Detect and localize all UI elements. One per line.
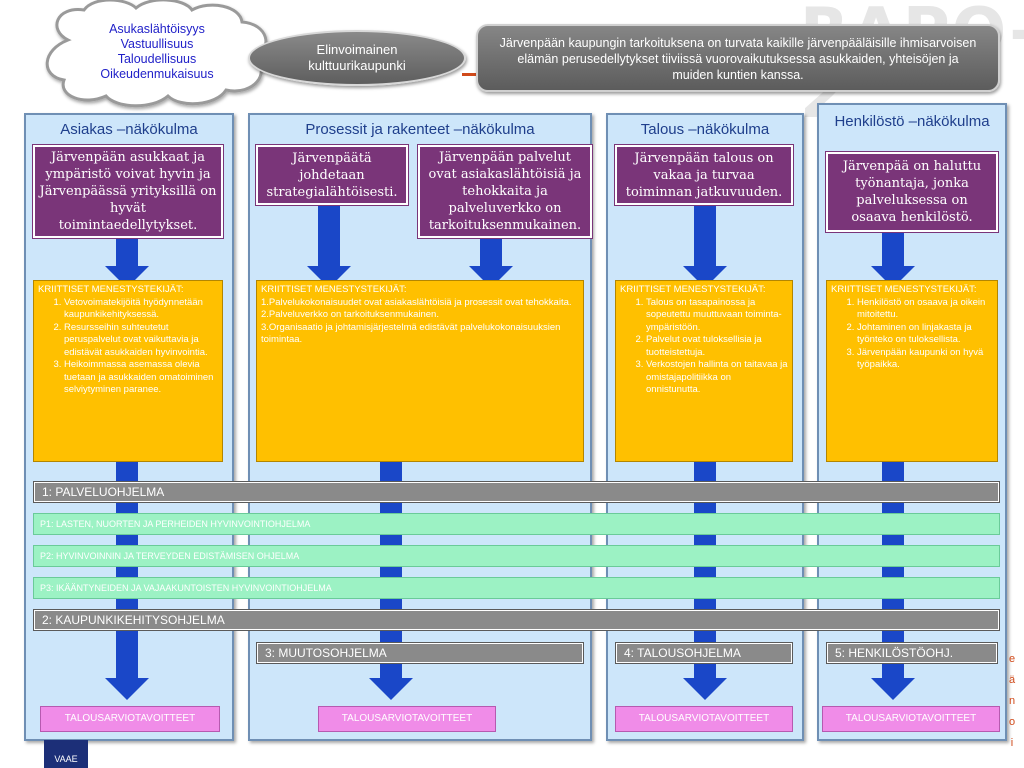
csf-henkilosto: KRIITTISET MENESTYSTEKIJÄT: Henkilöstö o…: [826, 280, 998, 462]
program-bar-1: 1: PALVELUOHJELMA: [33, 481, 1000, 503]
program-bar-p3: P3: IKÄÄNTYNEIDEN JA VAJAAKUNTOISTEN HYV…: [33, 577, 1000, 599]
csf-prosessit: KRIITTISET MENESTYSTEKIJÄT: 1.Palvelukok…: [256, 280, 584, 462]
csf-header: KRIITTISET MENESTYSTEKIJÄT:: [620, 284, 766, 295]
program-bar-p2: P2: HYVINVOINNIN JA TERVEYDEN EDISTÄMISE…: [33, 545, 1000, 567]
csf-item: 2.Palveluverkko on tarkoituksenmukainen.: [261, 309, 439, 320]
arrow-shaft: [694, 205, 716, 268]
connector-line: [462, 73, 480, 76]
vision-pill: Elinvoimainen kulttuurikaupunki: [248, 30, 466, 86]
value-item: Asukaslähtöisyys: [109, 22, 205, 36]
panel-title: Henkilöstö –näkökulma: [834, 113, 990, 130]
arrow-head: [369, 678, 413, 700]
arrow-shaft: [318, 205, 340, 268]
csf-item: Henkilöstö on osaava ja oikein mitoitett…: [857, 297, 993, 322]
arrow-shaft: [480, 238, 502, 268]
panel-title: Asiakas –näkökulma: [60, 121, 198, 138]
arrow-shaft: [882, 232, 904, 268]
budget-talous: TALOUSARVIOTAVOITTEET: [615, 706, 793, 732]
program-bar-2: 2: KAUPUNKIKEHITYSOHJELMA: [33, 609, 1000, 631]
eu-logo: VAAE: [44, 740, 88, 768]
side-letter: n: [1008, 695, 1016, 707]
arrow-head: [871, 678, 915, 700]
goal-prosessit-services: Järvenpään palvelut ovat asiakaslähtöisi…: [417, 144, 593, 239]
csf-item: Verkostojen hallinta on taitavaa ja omis…: [646, 359, 788, 397]
panel-title: Prosessit ja rakenteet –näkökulma: [305, 121, 535, 138]
csf-item: Resursseihin suhteutetut peruspalvelut o…: [64, 322, 218, 360]
csf-item: Järvenpään kaupunki on hyvä työpaikka.: [857, 347, 993, 372]
csf-item: 1.Palvelukokonaisuudet ovat asiakaslähtö…: [261, 296, 572, 308]
goal-asiakas: Järvenpään asukkaat ja ympäristö voivat …: [32, 144, 224, 239]
csf-item: Heikoimmassa asemassa olevia tuetaan ja …: [64, 359, 218, 397]
csf-item: Talous on tasapainossa ja sopeutettu muu…: [646, 297, 788, 335]
side-letter: i: [1010, 737, 1014, 749]
logo-text: VAAE: [54, 754, 78, 764]
budget-asiakas: TALOUSARVIOTAVOITTEET: [40, 706, 220, 732]
program-bar-p1: P1: LASTEN, NUORTEN JA PERHEIDEN HYVINVO…: [33, 513, 1000, 535]
program-bar-5: 5: HENKILÖSTÖOHJ.: [826, 642, 998, 664]
csf-asiakas: KRIITTISET MENESTYSTEKIJÄT: Vetovoimatek…: [33, 280, 223, 462]
side-letter: ä: [1008, 674, 1016, 686]
budget-henkilosto: TALOUSARVIOTAVOITTEET: [822, 706, 1000, 732]
arrow-head: [683, 678, 727, 700]
csf-item: Johtaminen on linjakasta ja työnteko on …: [857, 322, 993, 347]
vision-text: Elinvoimainen kulttuurikaupunki: [308, 42, 406, 73]
csf-item: 3.Organisaatio ja johtamisjärjestelmä ed…: [261, 321, 561, 346]
csf-talous: KRIITTISET MENESTYSTEKIJÄT: Talous on ta…: [615, 280, 793, 462]
goal-prosessit-strategy: Järvenpäätä johdetaan strategialähtöises…: [255, 144, 409, 206]
arrow-shaft: [116, 238, 138, 268]
goal-talous: Järvenpään talous on vakaa ja turvaa toi…: [614, 144, 794, 206]
csf-item: Palvelut ovat tuloksellisia ja tuotteist…: [646, 334, 788, 359]
program-bar-3: 3: MUUTOSOHJELMA: [256, 642, 584, 664]
values-list: Asukaslähtöisyys Vastuullisuus Taloudell…: [62, 22, 252, 82]
csf-header: KRIITTISET MENESTYSTEKIJÄT:: [831, 284, 977, 295]
goal-henkilosto: Järvenpää on haluttu työnantaja, jonka p…: [825, 151, 999, 233]
budget-prosessit: TALOUSARVIOTAVOITTEET: [318, 706, 496, 732]
value-item: Vastuullisuus: [120, 37, 194, 51]
value-item: Oikeudenmukaisuus: [100, 67, 214, 81]
side-letter: e: [1008, 653, 1016, 665]
csf-header: KRIITTISET MENESTYSTEKIJÄT:: [38, 284, 184, 295]
value-item: Taloudellisuus: [117, 52, 197, 66]
csf-header: KRIITTISET MENESTYSTEKIJÄT:: [261, 284, 407, 295]
csf-item: Vetovoimatekijöitä hyödynnetään kaupunki…: [64, 297, 218, 322]
program-bar-4: 4: TALOUSOHJELMA: [615, 642, 793, 664]
side-letter: o: [1008, 716, 1016, 728]
panel-title: Talous –näkökulma: [640, 121, 770, 138]
arrow-head: [105, 678, 149, 700]
mission-banner: Järvenpään kaupungin tarkoituksena on tu…: [476, 24, 1000, 92]
